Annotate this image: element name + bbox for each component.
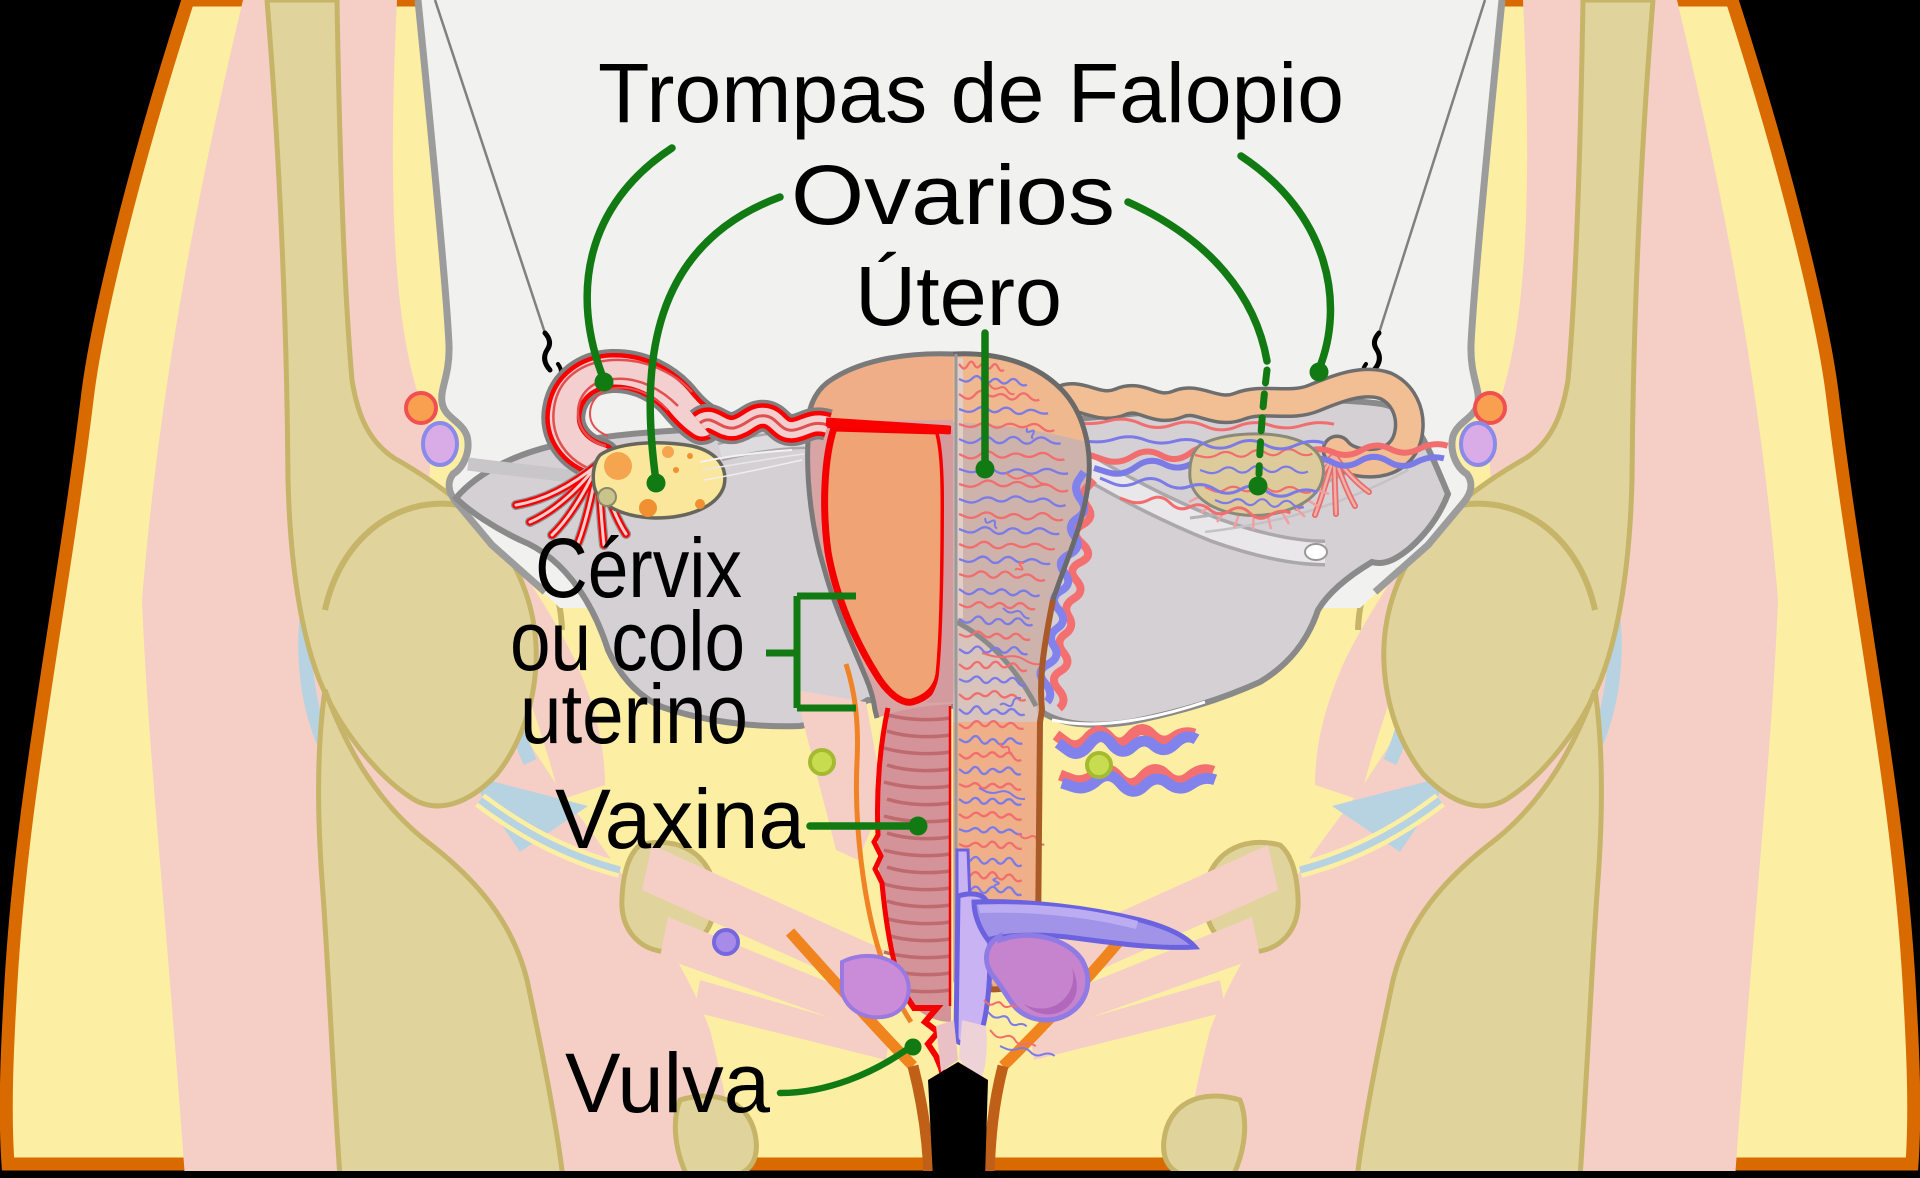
svg-text:Útero: Útero bbox=[855, 249, 1062, 343]
svg-text:Vaxina: Vaxina bbox=[555, 772, 805, 866]
svg-text:uterino: uterino bbox=[520, 667, 748, 761]
svg-text:Cérvix: Cérvix bbox=[535, 521, 742, 615]
svg-text:Vulva: Vulva bbox=[565, 1036, 770, 1130]
svg-text:ou colo: ou colo bbox=[510, 594, 745, 688]
svg-text:Ovarios: Ovarios bbox=[791, 148, 1115, 242]
svg-text:Trompas de Falopio: Trompas de Falopio bbox=[598, 46, 1344, 140]
